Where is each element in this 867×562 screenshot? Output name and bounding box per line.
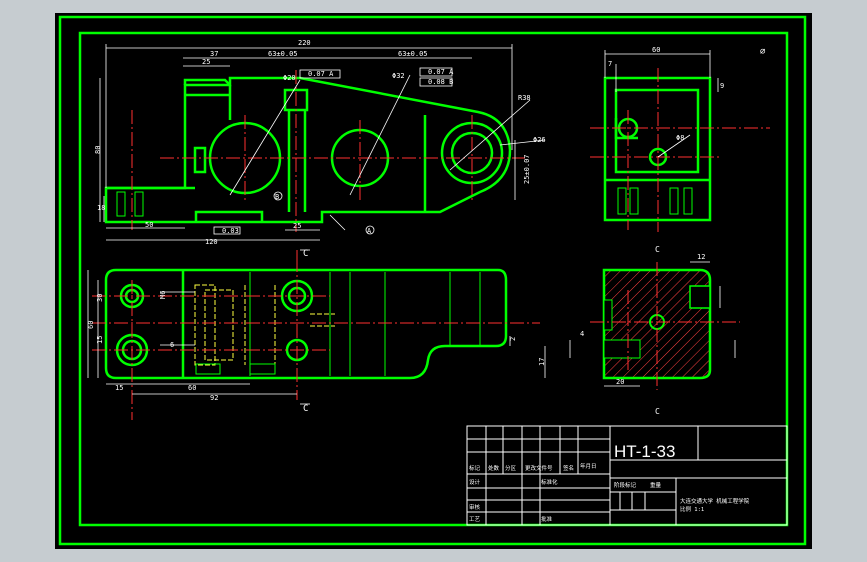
inner-frame [78,31,789,527]
section-label-c-bottom: C [655,407,660,416]
side-dim-60: 60 [652,46,660,54]
roughness-symbol: ∅ [760,47,766,57]
outer-frame [58,15,807,546]
label-design: 设计 [469,478,481,486]
dim-63a: 63±0.05 [268,50,298,58]
label-weight: 重量 [650,481,662,489]
label-standard: 标准化 [541,478,558,486]
side-dim-text: 60 7 9 Φ8 [608,46,724,142]
side-centerlines [590,68,770,232]
dim-phi26: Φ26 [533,136,546,144]
dim-18: 18 [97,204,105,212]
top-dim-60b: 60 [188,384,196,392]
tol-1: 0.07 A [308,70,334,78]
top-dim-2: 2 [509,337,517,341]
dim-r38: R38 [518,94,531,102]
top-centerlines [92,250,540,420]
drawing-number: HT-1-33 [614,442,675,461]
top-thin-lines [195,272,481,376]
tol-3: 0.08 B [428,78,453,86]
dim-phi20: Φ20 [283,74,296,82]
dim-total: 220 [298,39,311,47]
datum-b: B [275,193,279,201]
section-centerlines [590,262,740,390]
label-check: 审核 [469,503,481,511]
front-dim-text: 220 37 25 63±0.05 63±0.05 80 18 50 120 2… [94,39,546,246]
dim-height: 80 [94,146,102,154]
section-dim-12: 12 [697,253,705,261]
dim-50: 50 [145,221,153,229]
section-label-c-top: C [655,245,660,254]
dim-37: 37 [210,50,218,58]
sheet-note-1: 大连交通大学 机械工程学院 [680,497,750,505]
dim-phi32: Φ32 [392,72,405,80]
sheet-note-2: 比例 1:1 [680,505,704,513]
top-dim-30: 30 [96,294,104,302]
title-block-text: HT-1-33 标记 处数 分区 更改文件号 签名 年月日 设计 标准化 审核 … [469,442,750,523]
label-date: 年月日 [580,462,597,470]
dim-63b: 63±0.05 [398,50,428,58]
side-dimensions [604,50,719,158]
label-stage: 阶段标记 [614,481,637,489]
top-dim-15: 15 [96,336,104,344]
section-c-bottom: C [303,404,308,414]
top-dim-text: C C 60 30 15 15 60 92 M6 6 17 2 [87,249,546,414]
side-dim-9: 9 [720,82,724,90]
top-dim-15b: 15 [115,384,123,392]
section-dimensions [569,261,736,387]
dim-25b: 25 [293,222,301,230]
section-dim-20: 20 [616,378,624,386]
label-approve: 批准 [541,515,553,523]
label-process: 工艺 [469,516,481,523]
section-dim-4: 4 [580,330,584,338]
title-block [466,425,788,526]
dim-120: 120 [205,238,218,246]
label-mark: 标记 [469,464,481,472]
front-dimensions [99,44,546,241]
front-hidden [116,191,144,217]
top-dim-m6: M6 [159,291,167,299]
top-dimensions [87,249,546,405]
tol-2: 0.07 A [428,68,454,76]
top-dim-92: 92 [210,394,218,402]
side-dim-phi8: Φ8 [676,134,684,142]
label-zone: 分区 [505,464,517,472]
datum-a: A [367,227,372,235]
tol-flat: 0.03 [222,227,239,235]
dim-25: 25 [202,58,210,66]
label-sign: 签名 [563,464,574,472]
label-change: 更改文件号 [525,464,553,472]
label-count: 处数 [488,464,500,472]
side-hidden [617,187,693,215]
top-dim-60: 60 [87,321,95,329]
top-dim-17: 17 [538,358,546,366]
side-dim-7: 7 [608,60,612,68]
dim-25h: 25±0.07 [523,154,531,184]
top-dim-6: 6 [170,341,174,349]
top-hidden [194,284,335,366]
section-c-top: C [303,249,308,259]
section-dim-text: C C 12 20 4 [580,245,705,416]
